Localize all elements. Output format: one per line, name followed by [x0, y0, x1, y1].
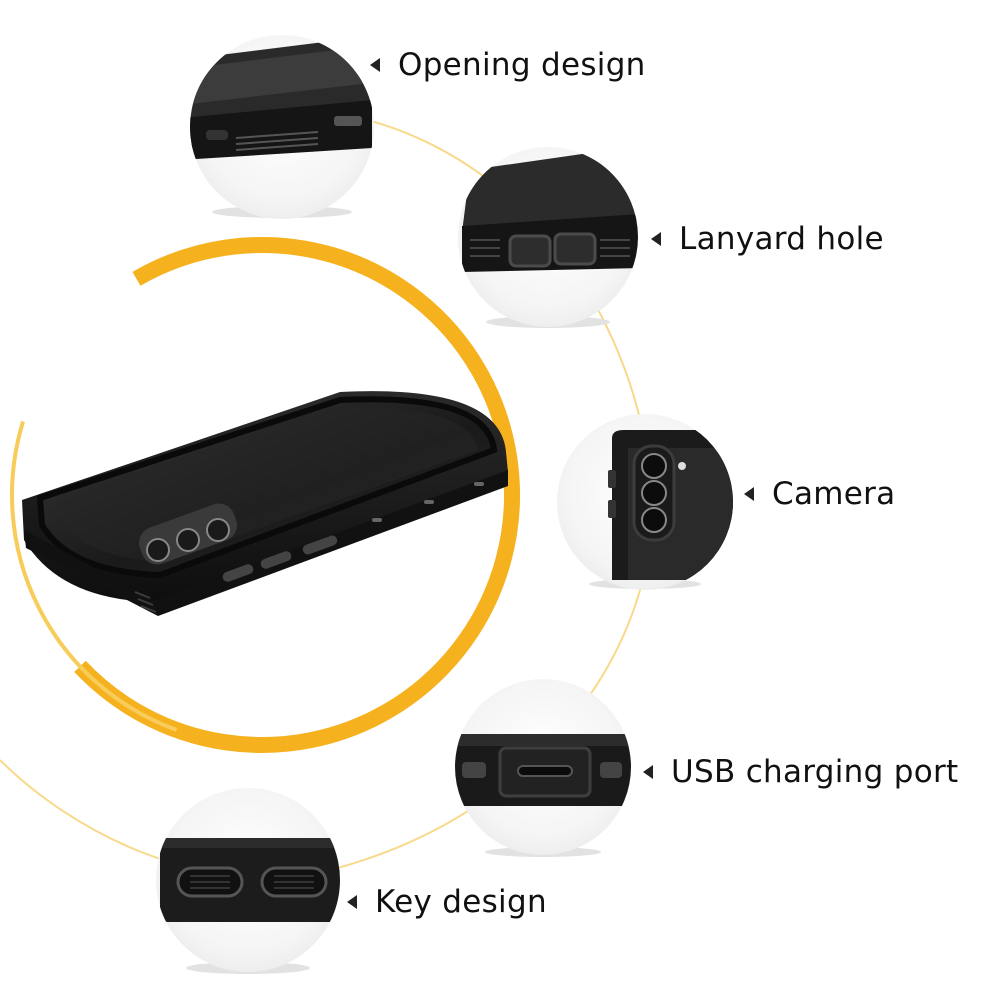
label-opening-design: Opening design — [398, 47, 646, 83]
label-usb-charging-port: USB charging port — [671, 754, 959, 790]
callout-key-design: Key design — [347, 882, 547, 922]
usb-charging-port-detail-image — [455, 679, 631, 857]
callout-usb-charging-port: USB charging port — [643, 752, 959, 792]
key-design-detail-image — [156, 788, 340, 974]
callout-opening-design: Opening design — [370, 45, 646, 85]
opening-design-detail-image — [190, 35, 374, 219]
accent-ring-inner — [10, 243, 514, 747]
camera-detail-image — [557, 414, 733, 590]
pointer-arrow-icon — [347, 895, 357, 909]
callout-camera: Camera — [744, 474, 895, 514]
label-lanyard-hole: Lanyard hole — [679, 221, 884, 257]
pointer-arrow-icon — [643, 765, 653, 779]
lanyard-hole-detail-image — [458, 147, 638, 328]
pointer-arrow-icon — [744, 487, 754, 501]
pointer-arrow-icon — [651, 232, 661, 246]
pointer-arrow-icon — [370, 58, 380, 72]
phone-case-main — [22, 391, 508, 616]
label-camera: Camera — [772, 476, 896, 512]
label-key-design: Key design — [375, 884, 547, 920]
accent-ring — [4, 237, 520, 753]
callout-lanyard-hole: Lanyard hole — [651, 219, 884, 259]
